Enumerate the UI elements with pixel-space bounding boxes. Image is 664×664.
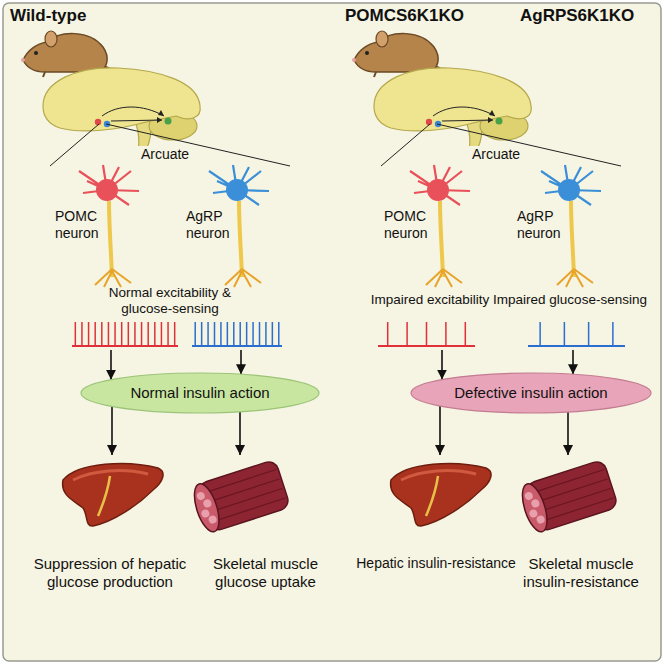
brain-figure xyxy=(374,68,531,150)
node-text: POMC neuron xyxy=(55,208,125,242)
arrow-connector xyxy=(572,350,574,374)
muscle-figure xyxy=(517,459,618,534)
neuron-node: POMC neuron xyxy=(55,208,125,350)
node-text: Hepatic insulin-resistance xyxy=(350,555,522,572)
spike-train xyxy=(528,322,625,346)
arrow-connector xyxy=(567,412,569,455)
organ-node: Hepatic insulin-resistance xyxy=(350,455,522,572)
panel-heading: Wild-type xyxy=(10,6,160,26)
arcuate-leader xyxy=(381,124,621,166)
neuron-node: AgRP neuron xyxy=(517,208,587,350)
region-label: Arcuate xyxy=(130,146,200,163)
spike-train xyxy=(192,322,282,346)
arrow-connector xyxy=(111,406,113,455)
state-label: Normal excitability & glucose-sensing xyxy=(105,285,235,317)
node-text: Suppression of hepatic glucose productio… xyxy=(15,555,205,591)
node-text: Skeletal muscle glucose uptake xyxy=(208,555,323,591)
organ-node: Skeletal muscle insulin-resistance xyxy=(515,455,647,591)
node-text: Skeletal muscle insulin-resistance xyxy=(515,555,647,591)
arrow-connector xyxy=(240,350,242,374)
outcome-ellipse: Normal insulin action xyxy=(80,372,320,414)
node-text: POMC neuron xyxy=(384,208,454,242)
organ-node: Skeletal muscle glucose uptake xyxy=(208,455,323,591)
node-text: AgRP neuron xyxy=(186,208,256,242)
arrow-connector xyxy=(439,406,441,455)
state-label: Impaired glucose-sensing xyxy=(485,292,655,308)
spike-trains xyxy=(72,322,625,346)
spike-train xyxy=(72,322,178,346)
arcuate-leader xyxy=(50,124,290,166)
neuron-node: AgRP neuron xyxy=(186,208,256,350)
outcome-ellipse: Defective insulin action xyxy=(410,372,652,414)
muscle-figure xyxy=(189,459,290,534)
arrow-connector xyxy=(110,350,112,380)
ellipse-shape xyxy=(81,373,319,413)
organ-node: Suppression of hepatic glucose productio… xyxy=(15,455,205,591)
state-label: Impaired excitability xyxy=(360,292,500,308)
region-label: Arcuate xyxy=(461,146,531,163)
panel-heading: AgRPS6K1KO xyxy=(520,6,656,26)
neuron-node: POMC neuron xyxy=(384,208,454,350)
arrow-connector xyxy=(239,412,241,455)
ellipse-shape xyxy=(411,373,651,413)
liver-figure xyxy=(391,464,491,527)
arrow-connector xyxy=(441,350,443,380)
liver-figure xyxy=(63,464,163,527)
panel-heading: POMCS6K1KO xyxy=(345,6,505,26)
spike-train xyxy=(378,322,475,346)
node-text: Defective insulin action xyxy=(454,384,607,402)
brain-figure xyxy=(43,68,200,150)
node-text: Normal insulin action xyxy=(130,384,269,402)
node-text: AgRP neuron xyxy=(517,208,587,242)
panel-ground xyxy=(3,3,661,661)
